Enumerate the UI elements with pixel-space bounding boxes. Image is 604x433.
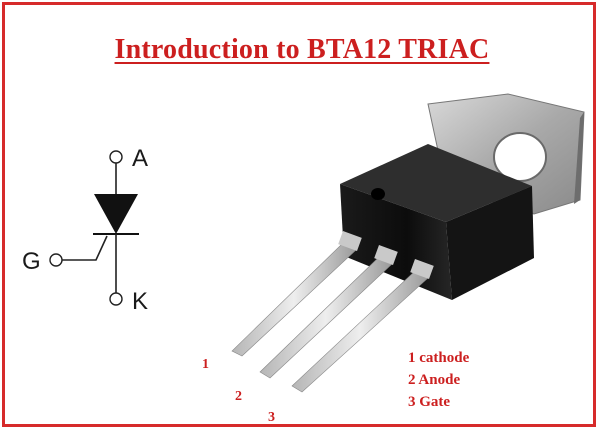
gate-terminal <box>49 253 63 267</box>
page-title: Introduction to BTA12 TRIAC <box>114 34 490 65</box>
legend-item-gate: 3 Gate <box>408 394 451 410</box>
mounting-hole <box>493 132 547 182</box>
pin-number-1: 1 <box>202 357 209 372</box>
legend-item-cathode: 1 cathode <box>408 350 470 366</box>
package-dot <box>371 188 385 200</box>
pin-1-shoulder <box>338 231 362 251</box>
package-body-top <box>340 144 532 222</box>
metal-tab-side <box>574 112 584 204</box>
cathode-label: K <box>132 288 148 315</box>
anode-label: A <box>132 145 148 172</box>
pin-2-shoulder <box>374 245 398 265</box>
package-body-side <box>446 186 534 300</box>
gate-lead <box>62 235 108 261</box>
cathode-terminal <box>109 292 123 306</box>
legend-item-anode: 2 Anode <box>408 372 461 388</box>
pin-number-2: 2 <box>235 389 242 404</box>
pin-3-shoulder <box>410 259 434 279</box>
pin-number-3: 3 <box>268 410 275 425</box>
pin-legend: 1 cathode 2 Anode 3 Gate <box>408 347 469 413</box>
triac-triangle <box>94 194 138 234</box>
gate-label: G <box>22 248 41 275</box>
